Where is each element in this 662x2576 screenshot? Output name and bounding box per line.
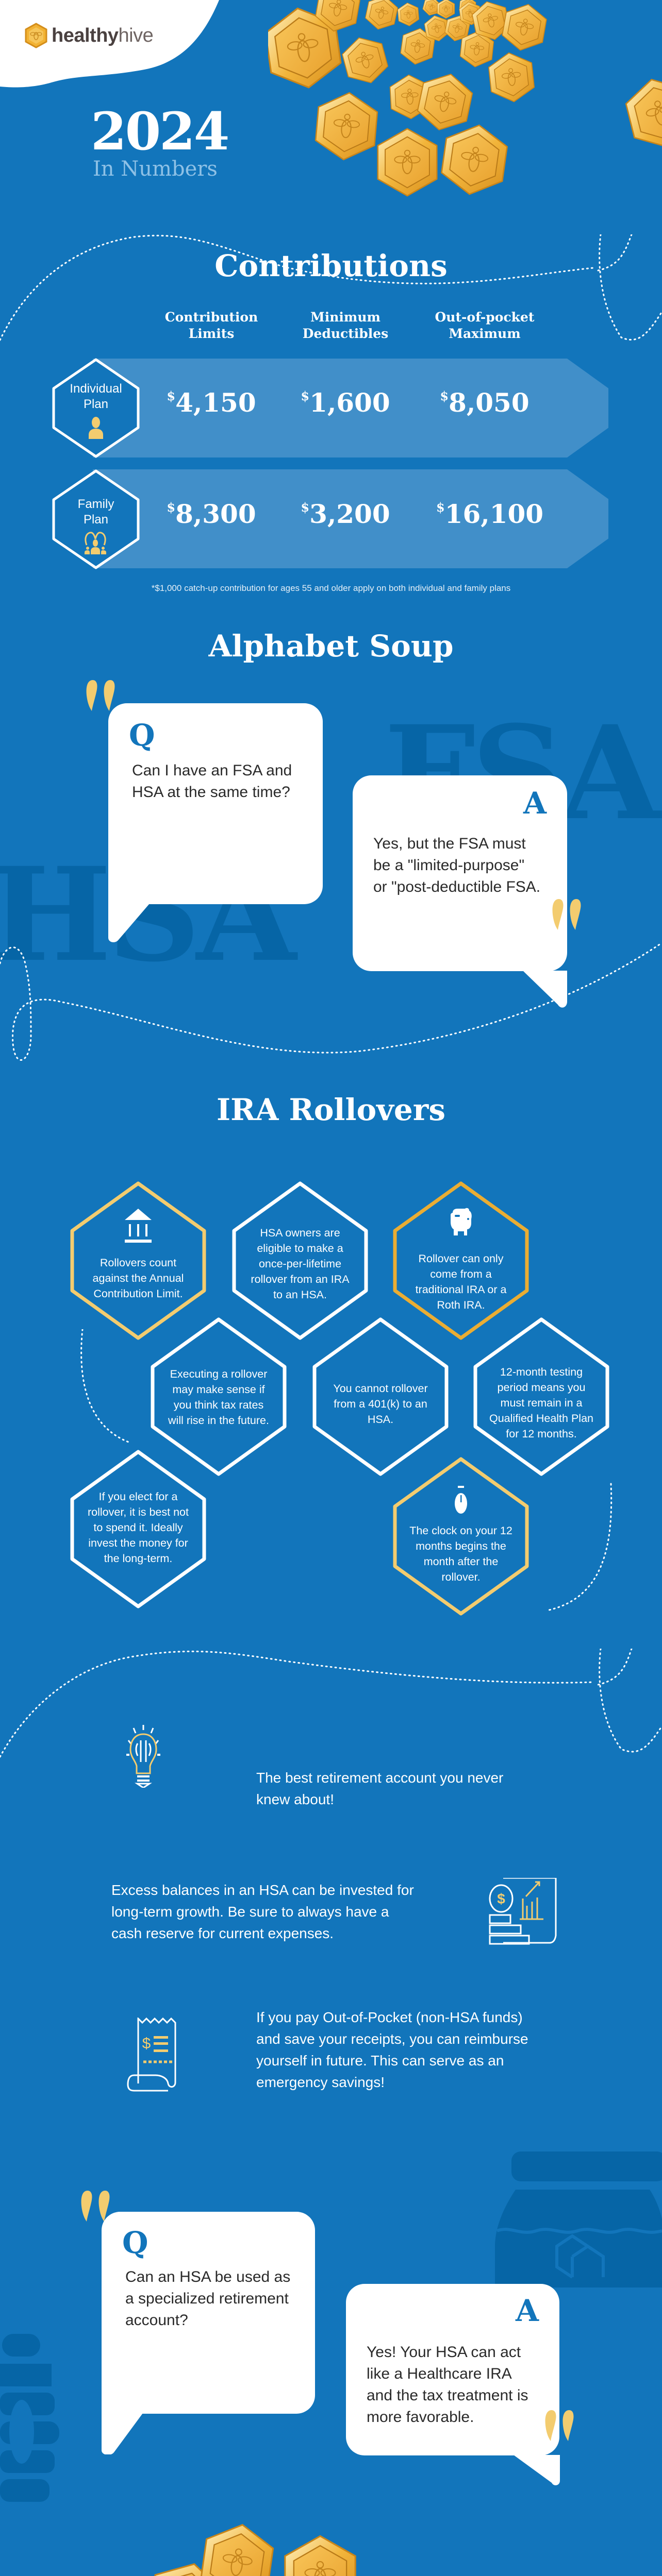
ira-hex-2 [232,1181,368,1340]
hero-subtitle: In Numbers [93,157,218,181]
ira-hex-3 [393,1181,529,1340]
dotted-path-decoration [0,1649,662,1758]
honey-dipper-illustration [0,2334,59,2502]
individual-contribution-limit: $4,150 [167,387,256,418]
family-icon [85,532,106,554]
piggy-bank-icon [451,1208,472,1235]
tip-out-of-pocket-receipts: If you pay Out-of-Pocket (non-HSA funds)… [256,2009,528,2090]
family-min-deductible: $3,200 [301,499,390,529]
quote-mark-icon [81,2191,110,2222]
ira-hex-8 [393,1457,529,1616]
question-marker: Q [129,718,155,753]
contributions-title: Contributions [214,248,448,283]
brand-name: healthyhive [52,24,154,46]
question-marker: Q [122,2225,148,2260]
quote-mark-icon [552,899,581,930]
dotted-path-decoration [80,1329,613,1611]
honey-jar-illustration [495,2151,662,2287]
honeycomb-coins-top [268,0,662,199]
person-icon [89,417,103,439]
bubble-tail [102,2413,143,2454]
family-oop-max: $16,100 [436,499,544,529]
tip-excess-balances: Excess balances in an HSA can be investe… [111,1882,414,1941]
svg-text:$: $ [142,2035,151,2052]
answer-marker: A [515,2293,539,2328]
dotted-path-decoration [0,234,662,341]
lightbulb-brain-icon [126,1725,160,1788]
family-plan-hexagon [52,469,140,569]
quote-mark-icon [545,2410,574,2441]
family-contribution-limit: $8,300 [167,499,256,529]
individual-plan-hexagon [52,358,140,458]
ira-rollovers-title: IRA Rollovers [217,1092,445,1127]
hero-year: 2024 [91,101,229,162]
individual-oop-max: $8,050 [440,387,529,418]
bank-icon [125,1209,152,1243]
bubble-tail [108,904,150,942]
hexagon-bee-logo-icon [25,23,47,48]
individual-plan-row [93,359,608,457]
header-wave [0,0,219,88]
alphabet-soup-title: Alphabet Soup [208,629,454,664]
quote-mark-icon [86,680,115,711]
bubble-tail [523,971,567,1008]
dotted-path-decoration [0,943,662,1061]
investment-growth-icon: $ [489,1878,557,1945]
ira-hex-7 [70,1450,206,1608]
brand-logo[interactable]: healthyhive [25,23,154,48]
catch-up-footnote: *$1,000 catch-up contribution for ages 5… [151,583,511,593]
honeycomb-coins-bottom [140,2519,499,2576]
ira-hex-4 [151,1317,287,1476]
ira-hex-5 [312,1317,449,1476]
bubble-tail [514,2455,560,2485]
family-plan-row [93,469,608,568]
individual-min-deductible: $1,600 [301,387,390,418]
ira-hex-1 [70,1181,206,1340]
ira-hex-6 [473,1317,609,1476]
svg-text:$: $ [497,1891,505,1907]
answer-marker: A [523,786,547,821]
stopwatch-icon [455,1486,467,1514]
receipt-icon: $ [127,2018,176,2092]
